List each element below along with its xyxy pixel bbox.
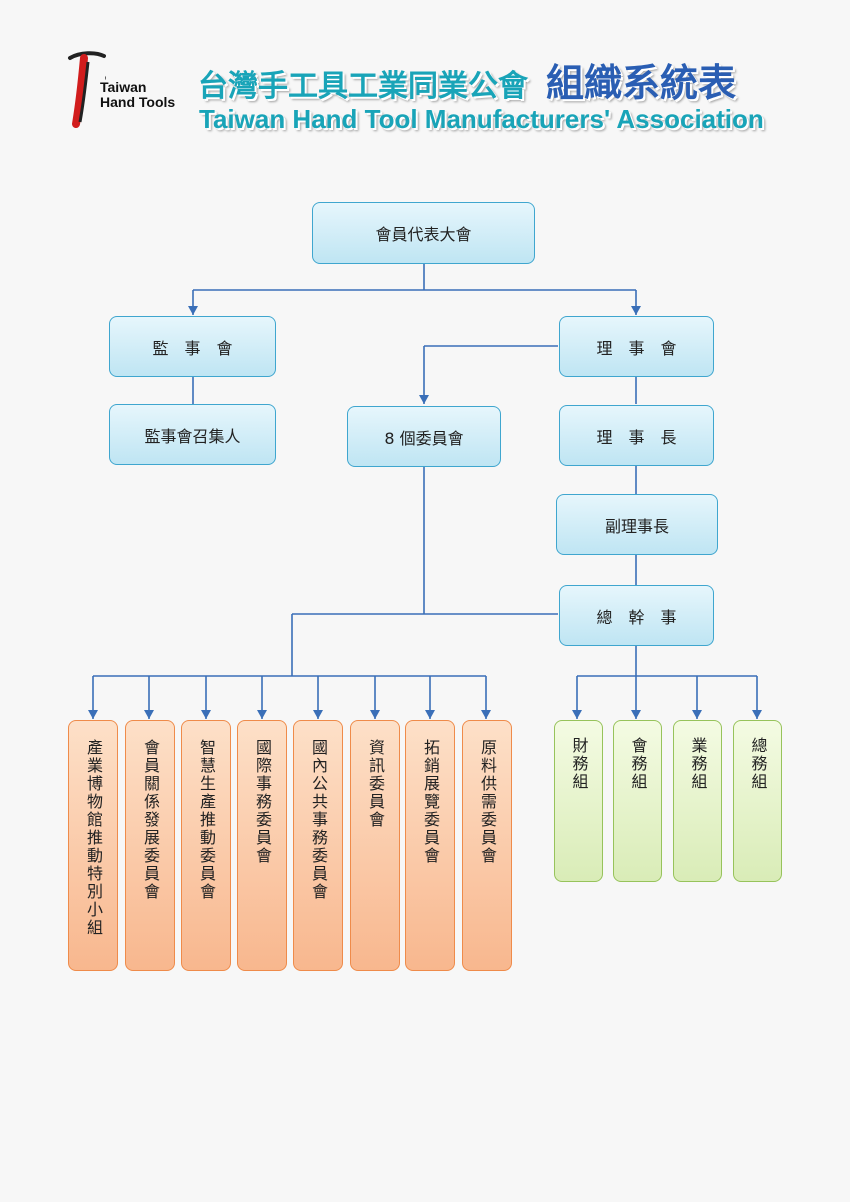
committee-box: 資訊委員會 xyxy=(350,720,400,971)
logo-mark-icon xyxy=(68,51,106,128)
logo-text: Taiwan Hand Tools xyxy=(100,79,176,110)
committee-label: 國內公共事務委員會 xyxy=(309,739,328,901)
department-box: 會務組 xyxy=(613,720,662,882)
committee-label: 拓銷展覽委員會 xyxy=(421,739,440,865)
department-box: 總務組 xyxy=(733,720,782,882)
committee-box: 國內公共事務委員會 xyxy=(293,720,343,971)
committee-label: 國際事務委員會 xyxy=(253,739,272,865)
node-secretary-general: 總 幹 事 xyxy=(559,585,714,646)
node-label: 會員代表大會 xyxy=(375,225,472,244)
title-association-name: 台灣手工具工業同業公會 xyxy=(198,69,528,104)
committee-label: 產業博物館推動特別小組 xyxy=(84,739,103,937)
committee-box: 產業博物館推動特別小組 xyxy=(68,720,118,971)
association-logo: Taiwan Hand Tools xyxy=(66,50,186,130)
node-label: 理 事 會 xyxy=(596,338,677,358)
committee-box: 智慧生產推動委員會 xyxy=(181,720,231,971)
department-label: 業務組 xyxy=(688,737,708,791)
department-label: 財務組 xyxy=(569,737,589,791)
node-vice-chairman: 副理事長 xyxy=(556,494,718,555)
committee-box: 拓銷展覽委員會 xyxy=(405,720,455,971)
node-label: 監 事 會 xyxy=(152,338,233,358)
node-board-of-directors: 理 事 會 xyxy=(559,316,714,377)
node-eight-committees: 8 個委員會 xyxy=(347,406,501,467)
committee-label: 原料供需委員會 xyxy=(478,739,497,865)
node-board-of-supervisors: 監 事 會 xyxy=(109,316,276,377)
node-label: 副理事長 xyxy=(604,516,669,536)
node-label: 理 事 長 xyxy=(596,427,677,447)
committee-label: 會員關係發展委員會 xyxy=(141,739,160,901)
department-label: 會務組 xyxy=(628,737,648,791)
committee-box: 原料供需委員會 xyxy=(462,720,512,971)
node-chairman: 理 事 長 xyxy=(559,405,714,466)
committee-box: 國際事務委員會 xyxy=(237,720,287,971)
node-supervisor-convener: 監事會召集人 xyxy=(109,404,276,465)
page-title-chinese: 台灣手工具工業同業公會組織系統表 xyxy=(198,52,736,107)
page-title-english: Taiwan Hand Tool Manufacturers' Associat… xyxy=(199,104,764,134)
department-box: 財務組 xyxy=(554,720,603,882)
committee-label: 資訊委員會 xyxy=(366,739,385,829)
node-label: 總 幹 事 xyxy=(596,607,677,627)
department-box: 業務組 xyxy=(673,720,722,882)
node-general-assembly: 會員代表大會 xyxy=(312,202,535,264)
node-label: 8 個委員會 xyxy=(384,428,464,448)
node-label: 監事會召集人 xyxy=(144,426,241,446)
title-org-chart: 組織系統表 xyxy=(546,61,737,105)
committee-label: 智慧生產推動委員會 xyxy=(197,739,216,901)
department-label: 總務組 xyxy=(748,737,768,791)
committee-box: 會員關係發展委員會 xyxy=(125,720,175,971)
